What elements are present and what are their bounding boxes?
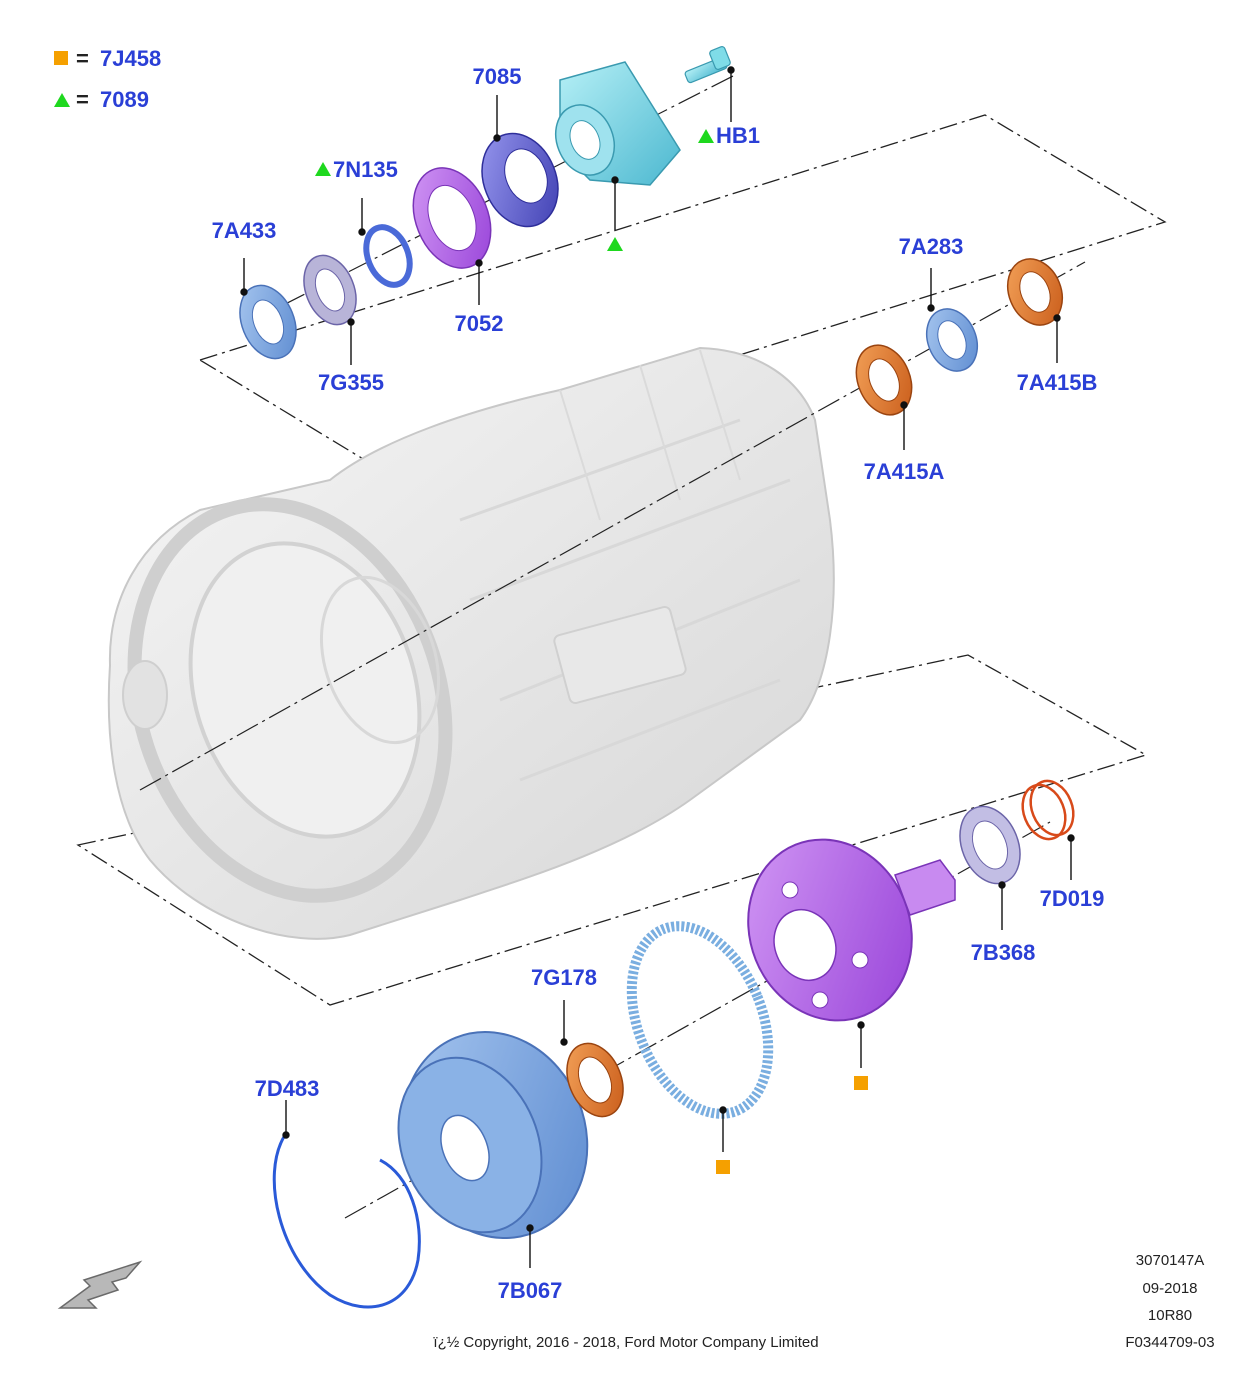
- part-7b067-drum: [397, 1030, 589, 1240]
- label-7b368: 7B368: [971, 940, 1036, 965]
- part-7a415b-bearing: [1006, 258, 1064, 326]
- part-7a433-washer: [239, 284, 297, 360]
- label-hb1: HB1: [716, 123, 760, 148]
- part-7g178-washer: [566, 1042, 624, 1118]
- label-7a283: 7A283: [899, 234, 964, 259]
- part-hb1-bolt: [684, 46, 731, 84]
- label-7b067: 7B067: [498, 1278, 563, 1303]
- footer-ref: 3070147A: [1136, 1252, 1204, 1269]
- legend-equals-2: =: [76, 87, 89, 112]
- square-marker-carrier: [854, 1076, 868, 1090]
- upper-assembly-frame: [198, 114, 1167, 469]
- label-7a433: 7A433: [212, 218, 277, 243]
- part-tone-ring: [626, 921, 774, 1119]
- label-7g355: 7G355: [318, 370, 384, 395]
- part-output-flange: [554, 61, 681, 186]
- footer-model: 10R80: [1148, 1307, 1192, 1324]
- part-7d019-seal-rings: [1021, 779, 1075, 841]
- part-7n135-snap-ring: [363, 224, 413, 288]
- square-marker-tone-ring: [716, 1160, 730, 1174]
- footer-figure: F0344709-03: [1125, 1334, 1214, 1351]
- part-7a283-sleeve: [925, 308, 979, 372]
- legend-equals-1: =: [76, 46, 89, 71]
- front-direction-arrow: [57, 1260, 143, 1309]
- part-planetary-carrier: [747, 838, 956, 1022]
- label-7a415a: 7A415A: [864, 459, 945, 484]
- footer: ï¿½ Copyright, 2016 - 2018, Ford Motor C…: [433, 1252, 1214, 1351]
- transmission-housing: [107, 346, 835, 940]
- marker-symbols: [315, 129, 868, 1174]
- legend-triangle-marker: [54, 93, 70, 107]
- footer-copyright: ï¿½ Copyright, 2016 - 2018, Ford Motor C…: [433, 1334, 818, 1351]
- legend: = 7J458 = 7089: [54, 46, 161, 112]
- main-axis-line: [139, 261, 1086, 791]
- part-7b368-washer: [959, 805, 1021, 885]
- part-7085-bearing: [481, 132, 559, 228]
- label-7052: 7052: [455, 311, 504, 336]
- label-7d483: 7D483: [255, 1076, 320, 1101]
- part-labels: 7085 HB1 7N135 7A433 7052 7G355 7A283 7A…: [212, 64, 1105, 1303]
- footer-date: 09-2018: [1142, 1280, 1197, 1297]
- label-7g178: 7G178: [531, 965, 597, 990]
- legend-code-7j458: 7J458: [100, 46, 161, 71]
- legend-code-7089: 7089: [100, 87, 149, 112]
- part-7052-seal: [412, 167, 492, 269]
- triangle-marker-7n135: [315, 162, 331, 176]
- label-7085: 7085: [473, 64, 522, 89]
- part-7g355-bearing: [303, 254, 357, 326]
- label-7n135: 7N135: [333, 157, 398, 182]
- triangle-marker-flange: [607, 237, 623, 251]
- label-7a415b: 7A415B: [1017, 370, 1098, 395]
- triangle-marker-hb1: [698, 129, 714, 143]
- part-7a415a-bearing: [855, 344, 913, 416]
- legend-square-marker: [54, 51, 68, 65]
- leader-lines: [240, 66, 1075, 1268]
- part-7d483-snap-ring: [272, 1134, 421, 1309]
- label-7d019: 7D019: [1040, 886, 1105, 911]
